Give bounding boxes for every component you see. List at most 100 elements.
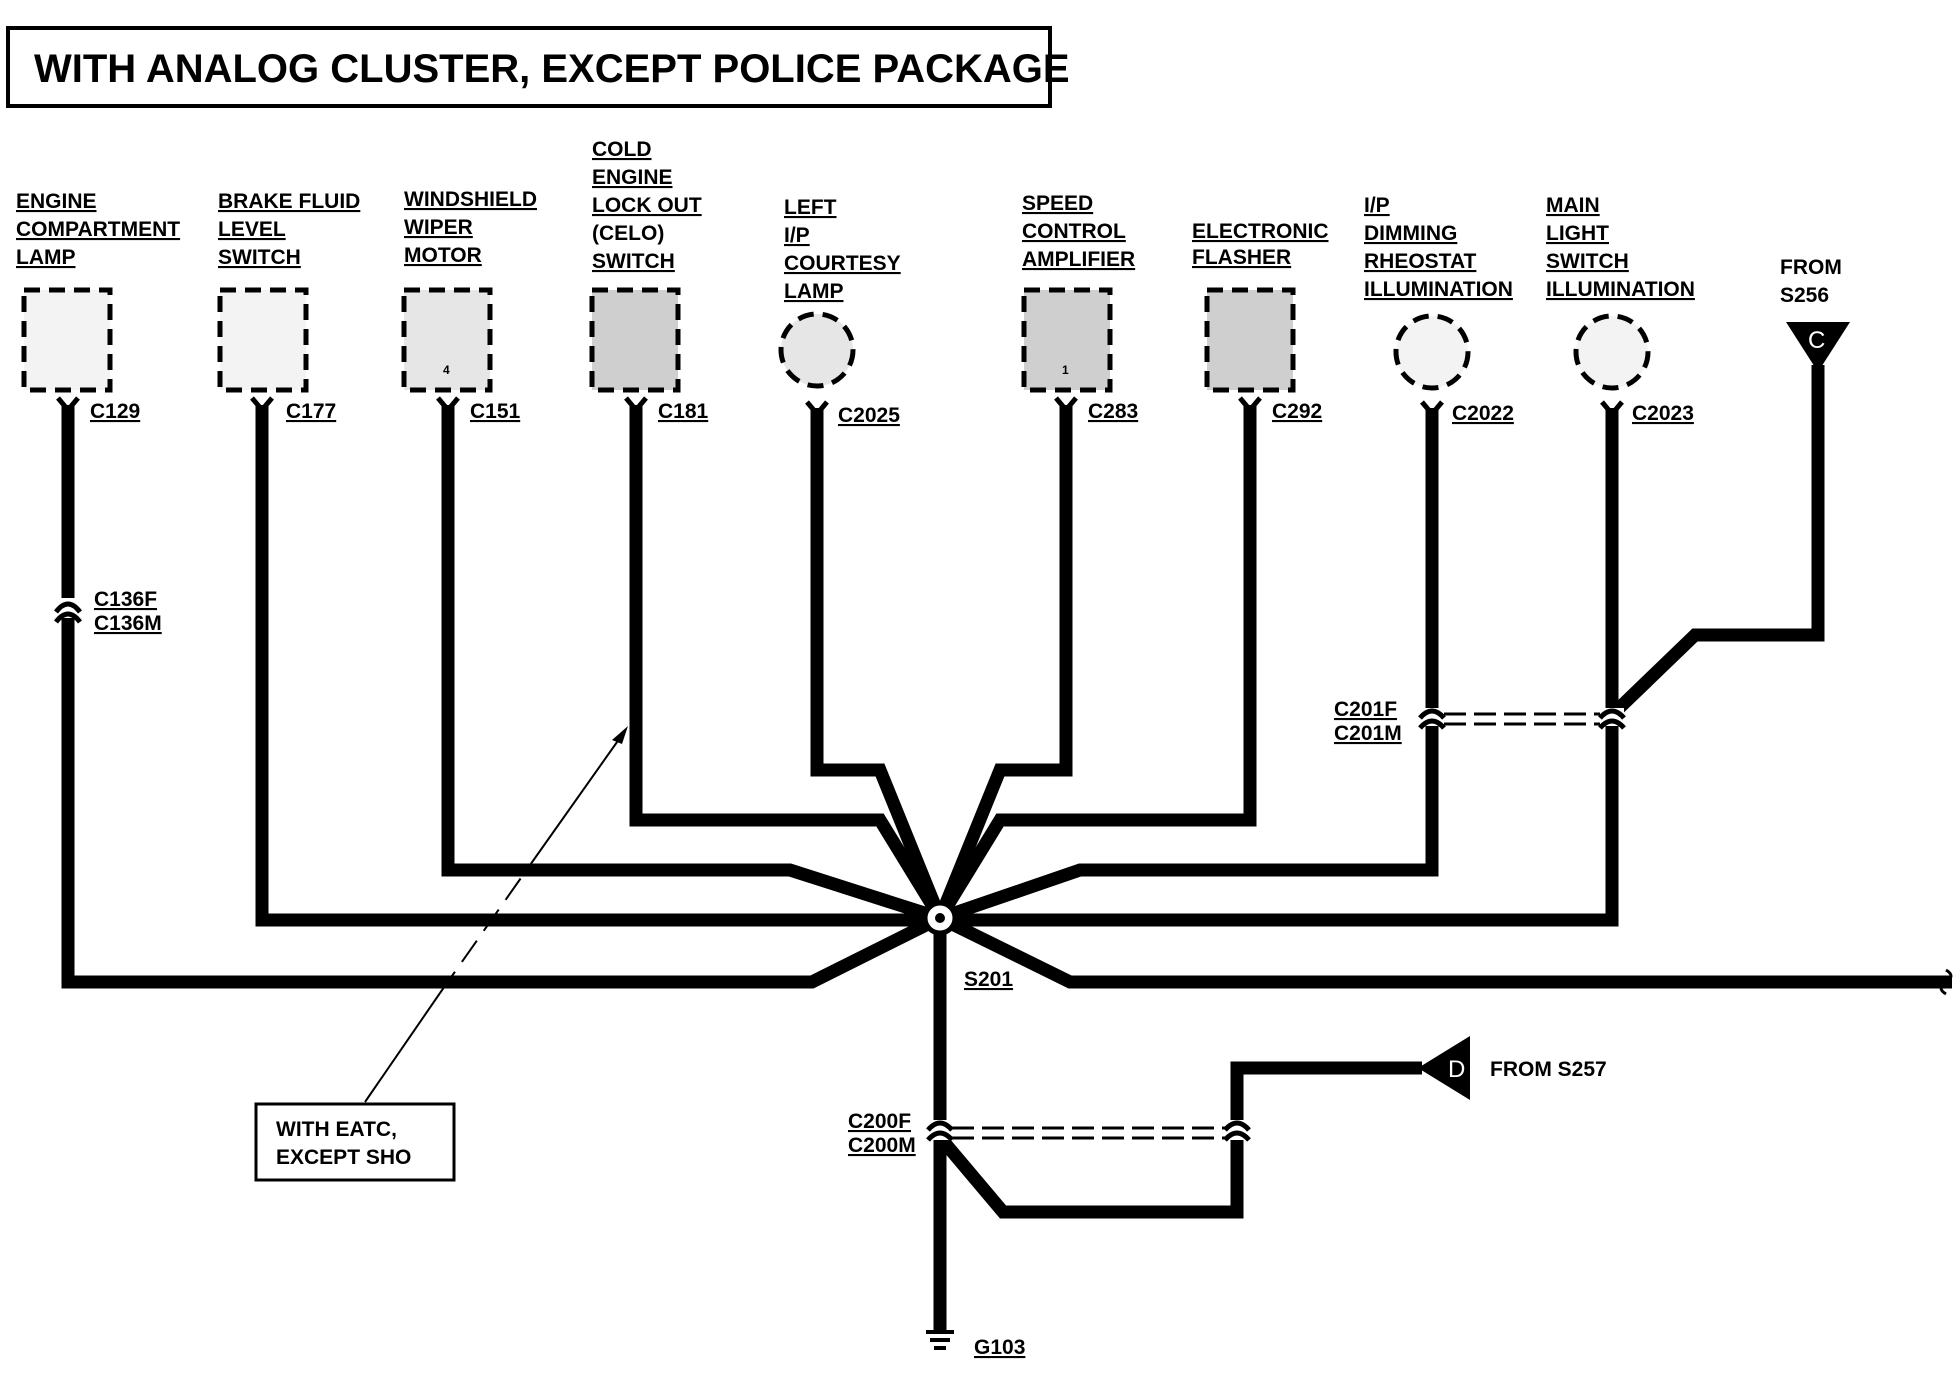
- inline-connector-c201: [1418, 708, 1626, 730]
- wire-from-s257: [939, 1061, 1422, 1219]
- connector-label-c201m: C201M: [1334, 722, 1402, 745]
- connector-label-c129: C129: [90, 400, 140, 423]
- left-ip-courtesy-lamp: [778, 311, 856, 389]
- wire-c2022: [937, 408, 1439, 925]
- splice-s201: [922, 900, 958, 936]
- flag-c: C: [1786, 322, 1850, 372]
- connector-label-c181: C181: [658, 400, 709, 423]
- title-box: [6, 26, 1052, 108]
- connector-end-c2025: [805, 400, 829, 418]
- components: 4 1: [21, 287, 1651, 393]
- label-celo-1: COLD: [592, 138, 652, 161]
- celo-switch: [589, 287, 681, 393]
- label-rheostat-3: RHEOSTAT: [1364, 250, 1477, 273]
- label-speed-2: CONTROL: [1022, 220, 1126, 243]
- connector-ends: [56, 396, 1624, 418]
- flag-c-letter: C: [1808, 327, 1825, 354]
- note-line-1: WITH EATC,: [276, 1118, 397, 1141]
- label-speed-1: SPEED: [1022, 192, 1093, 215]
- label-rheostat-4: ILLUMINATION: [1364, 278, 1513, 301]
- connector-label-c200m: C200M: [848, 1134, 916, 1157]
- label-celo-5: SWITCH: [592, 250, 675, 273]
- engine-compartment-lamp: [21, 287, 113, 393]
- connector-end-c151: [436, 396, 460, 414]
- label-celo-4: (CELO): [592, 222, 664, 245]
- label-flasher-1: ELECTRONIC: [1192, 220, 1329, 243]
- label-main-light-4: ILLUMINATION: [1546, 278, 1695, 301]
- note-line-2: EXCEPT SHO: [276, 1146, 411, 1169]
- speed-control-amplifier: [1021, 287, 1113, 393]
- ip-dimming-rheostat-illumination: [1393, 313, 1471, 391]
- connector-end-c292: [1238, 396, 1262, 414]
- wires: [61, 365, 1952, 1330]
- connector-label-c151: C151: [470, 400, 521, 423]
- connector-end-c283: [1054, 396, 1078, 414]
- label-brake-fluid-3: SWITCH: [218, 246, 301, 269]
- connector-label-c292: C292: [1272, 400, 1322, 423]
- speed-control-pin-label: 1: [1062, 363, 1069, 377]
- wire-break-icon: [1939, 968, 1953, 996]
- wire-c2023: [940, 408, 1619, 927]
- connector-label-c2022: C2022: [1452, 402, 1514, 425]
- wire-right-exit: [937, 912, 1952, 989]
- label-rheostat-2: DIMMING: [1364, 222, 1457, 245]
- connector-end-c2023: [1600, 400, 1624, 418]
- label-brake-fluid-1: BRAKE FLUID: [218, 190, 360, 213]
- note-arrow: [364, 726, 628, 1103]
- connector-label-c136f: C136F: [94, 588, 157, 611]
- label-celo-2: ENGINE: [592, 166, 673, 189]
- label-wiper-2: WIPER: [404, 216, 473, 239]
- connector-end-c2022: [1420, 400, 1444, 418]
- brake-fluid-level-switch: [217, 287, 309, 393]
- connector-label-c283: C283: [1088, 400, 1138, 423]
- label-from-s256-2: S256: [1780, 284, 1829, 307]
- wire-c177: [255, 405, 940, 927]
- label-engine-compartment-lamp-3: LAMP: [16, 246, 76, 269]
- connector-label-c136m: C136M: [94, 612, 162, 635]
- label-engine-compartment-lamp-1: ENGINE: [16, 190, 97, 213]
- label-celo-3: LOCK OUT: [592, 194, 702, 217]
- label-main-light-2: LIGHT: [1546, 222, 1609, 245]
- wire-c283: [933, 405, 1073, 921]
- flag-d-letter: D: [1448, 1056, 1465, 1083]
- electronic-flasher: [1204, 287, 1296, 393]
- label-courtesy-4: LAMP: [784, 280, 844, 303]
- connector-labels: C129 C177 C151 C181 C2025 C283 C292 C202…: [90, 400, 1694, 1359]
- connector-end-c181: [624, 396, 648, 414]
- label-brake-fluid-2: LEVEL: [218, 218, 286, 241]
- splice-label-s201: S201: [964, 968, 1013, 991]
- connector-label-c201f: C201F: [1334, 698, 1397, 721]
- inline-connector-c200: [926, 1120, 1251, 1142]
- label-from-s257: FROM S257: [1490, 1058, 1607, 1081]
- label-courtesy-3: COURTESY: [784, 252, 901, 275]
- label-main-light-3: SWITCH: [1546, 250, 1629, 273]
- wire-c181: [629, 405, 946, 922]
- connector-label-c200f: C200F: [848, 1110, 911, 1133]
- wire-c292: [934, 405, 1257, 922]
- connector-end-c129: [56, 396, 80, 414]
- label-speed-3: AMPLIFIER: [1022, 248, 1135, 271]
- note-box: [254, 1102, 456, 1182]
- connector-label-c177: C177: [286, 400, 336, 423]
- wire-c151: [441, 405, 942, 925]
- label-from-s256-1: FROM: [1780, 256, 1842, 279]
- label-courtesy-1: LEFT: [784, 196, 837, 219]
- wire-c2025: [810, 408, 947, 921]
- label-wiper-3: MOTOR: [404, 244, 482, 267]
- diagram-title: WITH ANALOG CLUSTER, EXCEPT POLICE PACKA…: [34, 47, 1070, 91]
- label-main-light-1: MAIN: [1546, 194, 1600, 217]
- main-light-switch-illumination: [1573, 313, 1651, 391]
- wire-c129: [61, 405, 943, 989]
- inline-connector-c136: [54, 598, 82, 624]
- label-courtesy-2: I/P: [784, 224, 810, 247]
- connector-label-c2025: C2025: [838, 404, 900, 427]
- label-rheostat-1: I/P: [1364, 194, 1390, 217]
- wire-from-s256: [1607, 365, 1825, 720]
- ground-label-g103: G103: [974, 1336, 1025, 1359]
- connector-end-c177: [250, 396, 274, 414]
- wiper-pin-label: 4: [443, 363, 450, 377]
- component-labels: ENGINE COMPARTMENT LAMP BRAKE FLUID LEVE…: [16, 138, 1842, 1081]
- label-wiper-1: WINDSHIELD: [404, 188, 537, 211]
- flag-d: D: [1418, 1036, 1470, 1100]
